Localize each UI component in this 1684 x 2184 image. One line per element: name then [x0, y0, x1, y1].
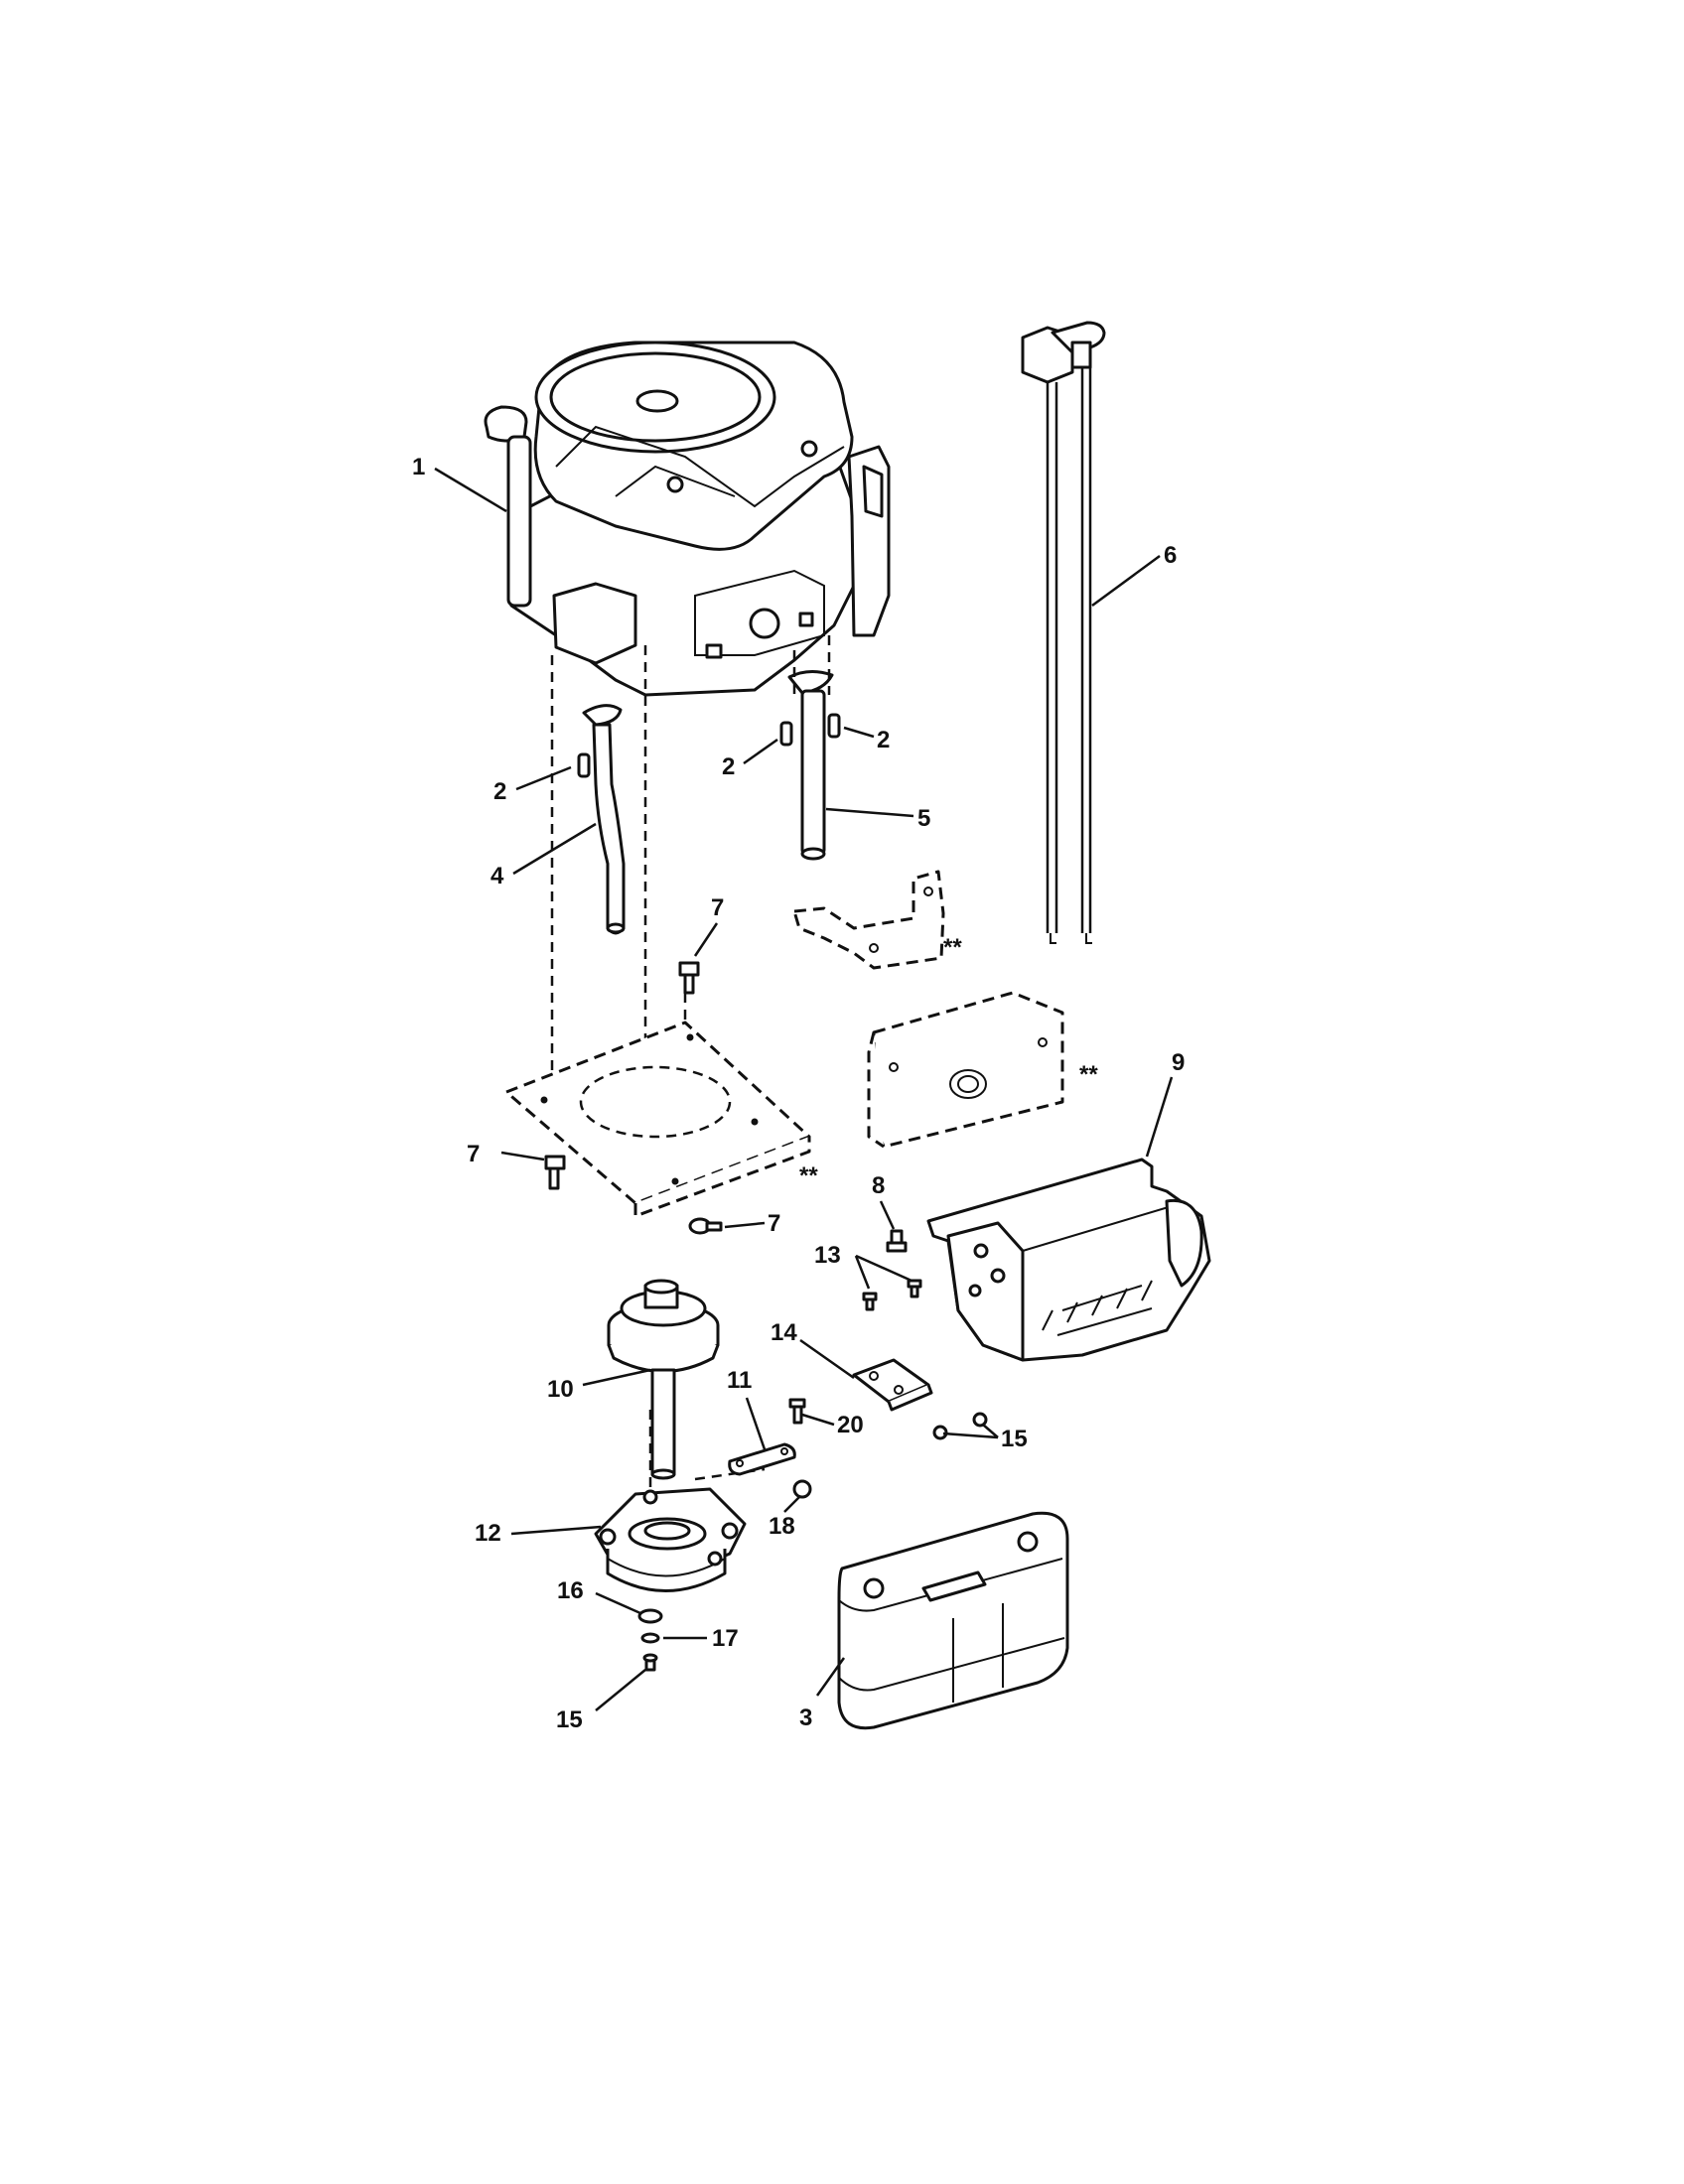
label-double-star-2: **: [1079, 1061, 1098, 1088]
exhaust-gasket-bolts: [577, 713, 841, 778]
label-11: 11: [727, 1367, 752, 1394]
exhaust-pipe-left: [582, 704, 626, 935]
label-10: 10: [547, 1376, 574, 1403]
alignment-lines: [550, 635, 831, 1549]
label-2-mid: 2: [722, 753, 735, 780]
label-2-left: 2: [493, 778, 506, 805]
label-9: 9: [1172, 1049, 1185, 1076]
label-6: 6: [1164, 542, 1177, 569]
label-7-top: 7: [711, 894, 724, 921]
mount-plate: [504, 1021, 811, 1218]
label-14: 14: [771, 1319, 797, 1346]
upper-bracket: [792, 870, 945, 970]
label-8: 8: [872, 1172, 885, 1199]
label-18: 18: [769, 1513, 795, 1540]
label-17: 17: [712, 1625, 739, 1652]
ignition-switch-cable: [1021, 321, 1106, 944]
label-15-bottom: 15: [556, 1706, 583, 1733]
pto-clutch: [594, 1487, 747, 1592]
label-3: 3: [799, 1705, 812, 1731]
exhaust-pipe-right: [787, 670, 834, 861]
label-7-bottom: 7: [768, 1210, 780, 1237]
label-15-right: 15: [1001, 1426, 1028, 1452]
muffler-shield: [926, 1158, 1211, 1362]
label-1: 1: [412, 454, 425, 480]
label-7-left: 7: [467, 1141, 480, 1167]
muffler: [837, 1511, 1069, 1730]
label-double-star-3: **: [799, 1162, 818, 1189]
label-13: 13: [814, 1242, 841, 1269]
label-5: 5: [917, 805, 930, 832]
label-16: 16: [557, 1577, 584, 1604]
label-2-right: 2: [877, 727, 890, 753]
leader-lines: [434, 467, 1174, 1711]
heat-shield-plate: [867, 991, 1064, 1149]
label-12: 12: [475, 1520, 501, 1547]
pulley: [607, 1279, 720, 1480]
engine: [484, 341, 891, 697]
label-4: 4: [491, 863, 504, 889]
hardware: [544, 961, 988, 1672]
label-double-star-1: **: [943, 934, 962, 961]
label-20: 20: [837, 1412, 864, 1438]
callout-labels: 1 2 2 2 4 5 6 7 7 7 ** ** ** 9 8 13 14 1…: [412, 454, 1185, 1733]
